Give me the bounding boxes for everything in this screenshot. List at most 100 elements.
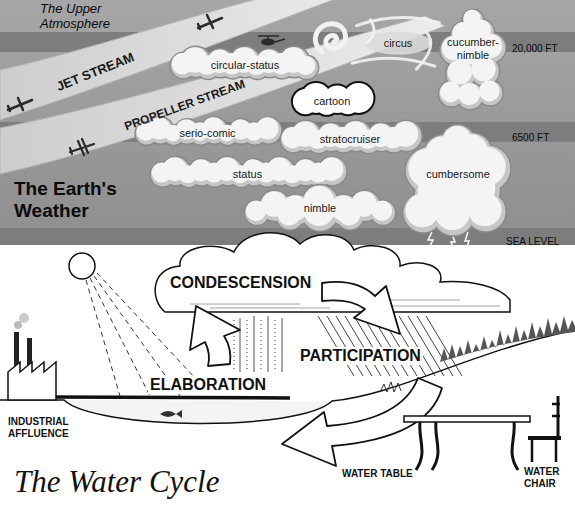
label-slot: The Earth's Weather bbox=[14, 178, 154, 222]
effluent-pipe bbox=[50, 397, 290, 398]
cycle-arrow bbox=[190, 306, 240, 366]
cloud-shape: serio-comic bbox=[135, 120, 280, 146]
cloud-highlight bbox=[136, 117, 278, 141]
cloud-puff bbox=[320, 157, 344, 181]
cloud-body bbox=[293, 83, 374, 115]
cloud-body bbox=[151, 157, 347, 187]
cloud-puff bbox=[295, 56, 318, 79]
cloud-shape: circular-status bbox=[170, 50, 320, 80]
cloud-edge bbox=[438, 8, 507, 110]
chair-legs bbox=[532, 404, 560, 462]
label-slot: WATER TABLE bbox=[342, 463, 413, 481]
cloud-puff bbox=[463, 9, 480, 26]
pond bbox=[64, 400, 332, 423]
cloud-edge bbox=[279, 120, 423, 155]
cloud-highlight bbox=[172, 47, 315, 75]
cloud-edge bbox=[134, 116, 283, 147]
table-label: WATER TABLE bbox=[342, 468, 413, 480]
cloud-puff bbox=[372, 201, 392, 221]
cloud-body bbox=[439, 10, 505, 109]
cloud-puff bbox=[256, 117, 278, 139]
cloud-puff bbox=[479, 81, 500, 102]
cloud-highlight bbox=[152, 157, 344, 183]
cirrus-wisp bbox=[416, 31, 430, 69]
cloud-name: cumbersome bbox=[426, 168, 490, 181]
sky-panel bbox=[0, 0, 575, 245]
cloud-highlight bbox=[282, 121, 418, 149]
label-slot: WATER CHAIR bbox=[524, 466, 570, 489]
cloud-edge bbox=[244, 184, 397, 233]
ground-line bbox=[0, 330, 575, 423]
cloud-edge bbox=[149, 156, 348, 189]
smoke bbox=[14, 321, 22, 329]
cloud-edge bbox=[169, 46, 319, 81]
factory-label: INDUSTRIAL AFFLUENCE bbox=[8, 416, 80, 439]
jet-plane bbox=[198, 15, 222, 29]
cloud-puff bbox=[296, 56, 315, 75]
cloud-highlight bbox=[246, 186, 392, 226]
process-label: CONDESCENSION bbox=[168, 274, 313, 292]
cloud-puff bbox=[371, 201, 395, 225]
diagram-title: The Water Cycle bbox=[14, 464, 219, 500]
cloud-body bbox=[403, 125, 510, 235]
label-slot: SEA LEVEL bbox=[506, 231, 559, 249]
cloud-puff bbox=[338, 203, 361, 226]
sun bbox=[69, 253, 95, 279]
biplane bbox=[70, 139, 94, 155]
jet-plane bbox=[8, 98, 32, 111]
cloud-edge bbox=[402, 124, 512, 237]
cloud-puff bbox=[478, 81, 502, 105]
cloud-edge bbox=[291, 81, 376, 117]
cloud-puff bbox=[440, 82, 461, 103]
factory bbox=[8, 362, 56, 400]
cloud-puff bbox=[457, 83, 483, 109]
cloud-body bbox=[245, 185, 395, 231]
trees bbox=[440, 316, 575, 362]
cloud-puff bbox=[278, 203, 301, 226]
cloud-shape: nimble bbox=[245, 188, 395, 228]
cycle-arrow bbox=[322, 282, 400, 334]
cloud-name: status bbox=[233, 168, 262, 181]
cloud-name: cucumber-nimble bbox=[444, 36, 502, 61]
fish bbox=[160, 410, 182, 418]
cloud-puff bbox=[255, 117, 281, 143]
cloud-name: stratocruiser bbox=[320, 133, 381, 146]
helicopter-rotor bbox=[258, 36, 285, 42]
label-slot: INDUSTRIAL AFFLUENCE bbox=[8, 416, 80, 439]
altitude-label: 6500 FT bbox=[512, 132, 549, 144]
label-slot: CONDESCENSION bbox=[168, 274, 313, 292]
table-top bbox=[404, 416, 530, 422]
cirrus-wisp bbox=[366, 20, 374, 43]
cloud-name: serio-comic bbox=[179, 127, 235, 140]
cloud-shape: circus bbox=[352, 14, 444, 72]
cloud-highlight bbox=[440, 9, 502, 105]
cloud-shape: stratocruiser bbox=[280, 124, 420, 154]
cloud-name: cartoon bbox=[314, 95, 351, 108]
propeller-stream-band bbox=[0, 16, 445, 174]
grass bbox=[380, 382, 401, 392]
altitude-label: SEA LEVEL bbox=[506, 236, 559, 248]
cloud-name: nimble bbox=[304, 202, 336, 215]
cloud-name: circular-status bbox=[211, 59, 279, 72]
label-slot: 20,000 FT bbox=[512, 38, 558, 56]
process-label: ELABORATION bbox=[148, 376, 268, 394]
cloud-body bbox=[281, 121, 422, 153]
cloud-name: circus bbox=[384, 37, 413, 50]
cloud-puff bbox=[458, 83, 480, 105]
label-slot: The Upper Atmosphere bbox=[40, 2, 122, 32]
table-legs bbox=[416, 422, 518, 470]
label-slot: PARTICIPATION bbox=[298, 347, 423, 365]
cloud-shape: status bbox=[150, 160, 345, 188]
label-slot: 6500 FT bbox=[512, 127, 549, 145]
outlined-cloud: cartoon bbox=[292, 86, 372, 116]
cirrus-wisp bbox=[357, 18, 440, 26]
cloud-shape: cumbersome bbox=[400, 130, 516, 226]
smoke bbox=[19, 313, 29, 323]
atmosphere-label: The Upper Atmosphere bbox=[40, 2, 122, 32]
altitude-label: 20,000 FT bbox=[512, 43, 558, 55]
cloud-body bbox=[171, 47, 318, 79]
label-slot: ELABORATION bbox=[148, 376, 268, 394]
helicopter bbox=[261, 39, 275, 46]
swirl-cloud bbox=[315, 24, 345, 52]
